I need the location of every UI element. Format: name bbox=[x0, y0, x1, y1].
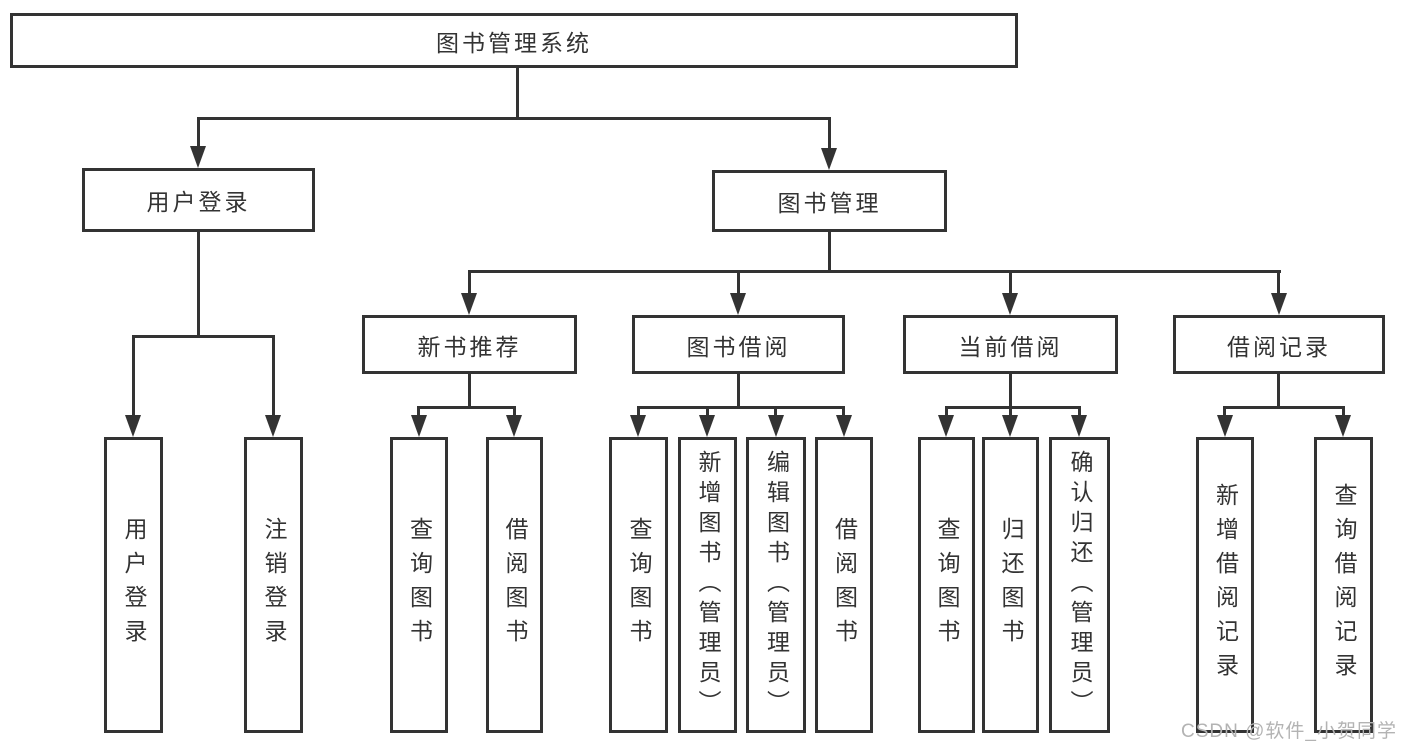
leaf-borrow-query-books: 查询图书 bbox=[609, 437, 668, 733]
arrowhead-leaf-user-login-icon bbox=[125, 415, 141, 437]
connector-new-book-recommend-stem bbox=[468, 374, 471, 408]
arrowhead-borrow-query-icon bbox=[630, 415, 646, 437]
leaf-add-borrow-record-label: 新增借阅记录 bbox=[1212, 483, 1239, 687]
leaf-return-books: 归还图书 bbox=[982, 437, 1039, 733]
leaf-confirm-return-admin-label: 确认归还（管理员） bbox=[1067, 450, 1093, 720]
leaf-edit-books-admin-label: 编辑图书（管理员） bbox=[763, 450, 790, 720]
connector-book-management-rail bbox=[468, 270, 1281, 273]
connector-book-borrow-rail bbox=[637, 406, 845, 409]
arrowhead-user-login-icon bbox=[190, 146, 206, 168]
leaf-user-login-label: 用户登录 bbox=[121, 517, 147, 653]
connector-drop-book-management bbox=[828, 117, 831, 150]
leaf-current-query-books-label: 查询图书 bbox=[934, 517, 960, 653]
connector-root-rail bbox=[197, 117, 831, 120]
leaf-logout: 注销登录 bbox=[244, 437, 303, 733]
arrowhead-new-book-recommend-icon bbox=[461, 293, 477, 315]
connector-book-management-stem bbox=[828, 232, 831, 273]
arrowhead-edit-books-icon bbox=[768, 415, 784, 437]
node-borrow-records-label: 借阅记录 bbox=[1227, 333, 1331, 360]
leaf-borrow-query-books-label: 查询图书 bbox=[626, 517, 652, 653]
connector-drop-add-books bbox=[706, 406, 709, 418]
connector-drop-return-books bbox=[1009, 406, 1012, 418]
connector-drop-current-query bbox=[945, 406, 948, 418]
connector-drop-current-borrow bbox=[1009, 270, 1012, 295]
connector-drop-leaf-logout bbox=[272, 335, 275, 417]
connector-user-login-rail bbox=[132, 335, 275, 338]
arrowhead-add-record-icon bbox=[1217, 415, 1233, 437]
connector-drop-user-login bbox=[197, 117, 200, 148]
arrowhead-return-books-icon bbox=[1002, 415, 1018, 437]
arrowhead-book-borrow-icon bbox=[730, 293, 746, 315]
leaf-add-borrow-record: 新增借阅记录 bbox=[1196, 437, 1254, 733]
connector-drop-new-book-recommend bbox=[468, 270, 471, 295]
node-book-borrow: 图书借阅 bbox=[632, 315, 845, 374]
leaf-return-books-label: 归还图书 bbox=[998, 517, 1024, 653]
connector-current-borrow-rail bbox=[945, 406, 1081, 409]
node-current-borrow-label: 当前借阅 bbox=[958, 333, 1063, 360]
arrowhead-rec-query-icon bbox=[411, 415, 427, 437]
connector-drop-book-borrow bbox=[737, 270, 740, 295]
connector-new-book-recommend-rail bbox=[417, 406, 516, 409]
connector-drop-add-record bbox=[1223, 406, 1226, 418]
leaf-query-borrow-record-label: 查询借阅记录 bbox=[1331, 483, 1357, 687]
arrowhead-add-books-icon bbox=[699, 415, 715, 437]
arrowhead-borrow-records-icon bbox=[1271, 293, 1287, 315]
connector-borrow-records-stem bbox=[1277, 374, 1280, 408]
connector-drop-borrow-records bbox=[1277, 270, 1280, 295]
node-book-management: 图书管理 bbox=[712, 170, 947, 232]
arrowhead-current-query-icon bbox=[938, 415, 954, 437]
node-borrow-records: 借阅记录 bbox=[1173, 315, 1385, 374]
leaf-add-books-admin: 新增图书（管理员） bbox=[678, 437, 737, 733]
csdn-watermark: CSDN @软件_小贺同学 bbox=[1181, 721, 1397, 742]
connector-borrow-records-rail bbox=[1223, 406, 1345, 409]
leaf-borrow-books-label: 借阅图书 bbox=[831, 517, 858, 653]
node-new-book-recommend-label: 新书推荐 bbox=[417, 333, 522, 360]
leaf-user-login: 用户登录 bbox=[104, 437, 163, 733]
arrowhead-borrow-books-icon bbox=[836, 415, 852, 437]
leaf-confirm-return-admin: 确认归还（管理员） bbox=[1049, 437, 1110, 733]
leaf-rec-borrow-books: 借阅图书 bbox=[486, 437, 543, 733]
connector-drop-confirm-return bbox=[1078, 406, 1081, 418]
node-book-management-label: 图书管理 bbox=[777, 190, 882, 216]
connector-drop-borrow-books bbox=[842, 406, 845, 418]
connector-user-login-stem bbox=[197, 232, 200, 338]
connector-book-borrow-stem bbox=[737, 374, 740, 408]
node-user-login: 用户登录 bbox=[82, 168, 315, 232]
arrowhead-leaf-logout-icon bbox=[265, 415, 281, 437]
leaf-logout-label: 注销登录 bbox=[261, 517, 287, 653]
arrowhead-book-management-icon bbox=[821, 148, 837, 170]
arrowhead-current-borrow-icon bbox=[1002, 293, 1018, 315]
node-new-book-recommend: 新书推荐 bbox=[362, 315, 577, 374]
node-user-login-label: 用户登录 bbox=[146, 189, 251, 215]
connector-current-borrow-stem bbox=[1009, 374, 1012, 408]
leaf-add-books-admin-label: 新增图书（管理员） bbox=[695, 450, 721, 720]
node-root: 图书管理系统 bbox=[10, 13, 1018, 68]
node-root-label: 图书管理系统 bbox=[436, 29, 592, 56]
leaf-rec-query-books-label: 查询图书 bbox=[406, 517, 433, 653]
node-current-borrow: 当前借阅 bbox=[903, 315, 1118, 374]
connector-drop-leaf-user-login bbox=[132, 335, 135, 417]
leaf-rec-query-books: 查询图书 bbox=[390, 437, 448, 733]
node-book-borrow-label: 图书借阅 bbox=[686, 333, 791, 360]
leaf-borrow-books: 借阅图书 bbox=[815, 437, 873, 733]
leaf-edit-books-admin: 编辑图书（管理员） bbox=[746, 437, 806, 733]
connector-root-stem bbox=[516, 68, 519, 120]
leaf-query-borrow-record: 查询借阅记录 bbox=[1314, 437, 1373, 733]
connector-drop-query-record bbox=[1342, 406, 1345, 418]
connector-drop-edit-books bbox=[774, 406, 777, 418]
arrowhead-confirm-return-icon bbox=[1071, 415, 1087, 437]
arrowhead-rec-borrow-icon bbox=[506, 415, 522, 437]
leaf-rec-borrow-books-label: 借阅图书 bbox=[502, 517, 528, 653]
arrowhead-query-record-icon bbox=[1335, 415, 1351, 437]
connector-drop-rec-query bbox=[417, 406, 420, 418]
connector-drop-borrow-query bbox=[637, 406, 640, 418]
leaf-current-query-books: 查询图书 bbox=[918, 437, 975, 733]
connector-drop-rec-borrow bbox=[513, 406, 516, 418]
